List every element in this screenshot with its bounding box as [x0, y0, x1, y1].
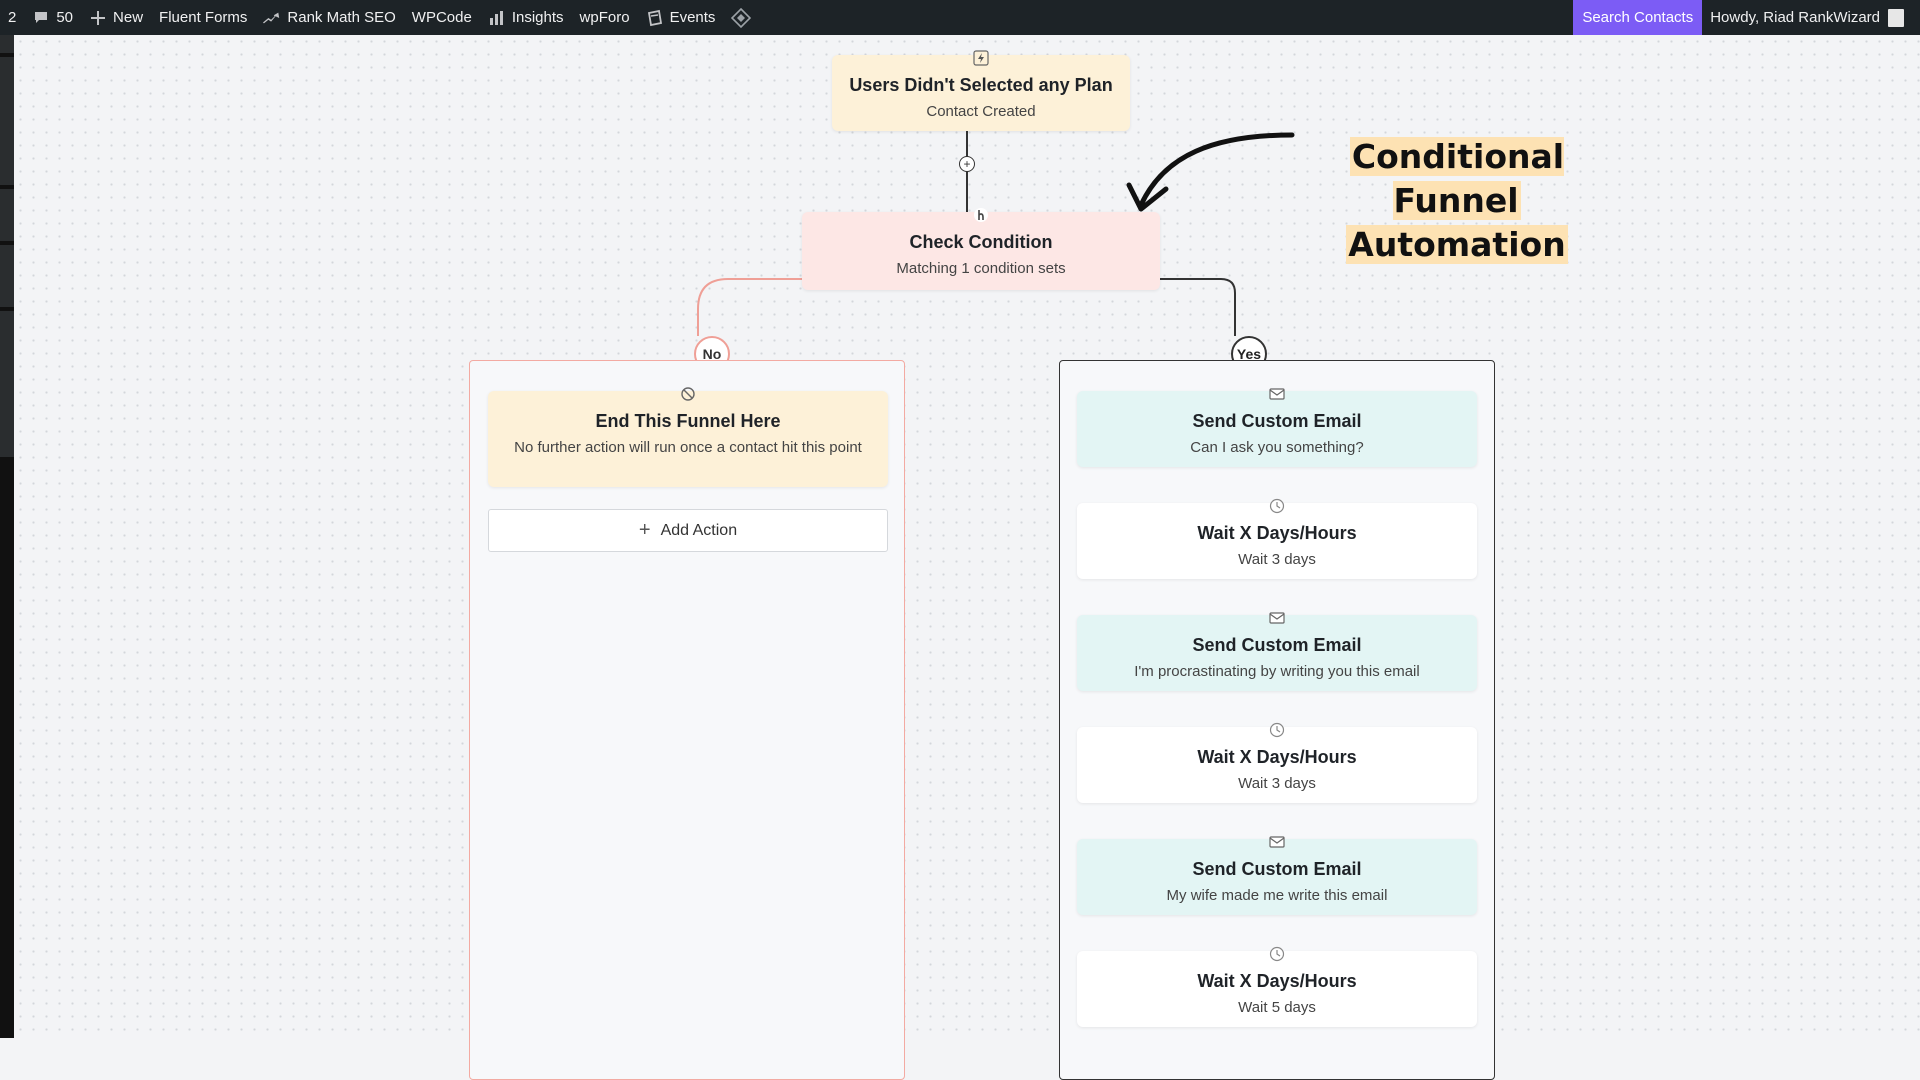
send-email-node[interactable]: Send Custom Email Can I ask you somethin… [1077, 388, 1477, 467]
branch-icon [970, 204, 992, 226]
bar-chart-icon [488, 9, 506, 27]
clock-icon [1266, 719, 1288, 741]
connector-lines [697, 131, 1295, 372]
yes-branch-container: Send Custom Email Can I ask you somethin… [1059, 360, 1495, 1080]
wpcode-menu[interactable]: WPCode [411, 9, 472, 26]
email-icon [1266, 831, 1288, 853]
my-account-menu[interactable]: Howdy, Riad RankWizard [1702, 0, 1920, 35]
no-branch-container: End This Funnel Here No further action w… [469, 360, 905, 1080]
send-email-node[interactable]: Send Custom Email My wife made me write … [1077, 836, 1477, 915]
search-contacts-button[interactable]: Search Contacts [1573, 0, 1703, 35]
updates-count[interactable]: 2 [8, 9, 17, 26]
end-funnel-title: End This Funnel Here [595, 411, 781, 431]
rank-math-icon [263, 9, 281, 27]
admin-sidebar-edge [0, 35, 14, 1038]
comment-icon [32, 9, 50, 27]
end-funnel-node[interactable]: End This Funnel Here No further action w… [488, 387, 888, 487]
plus-icon [89, 9, 107, 27]
annotation-line-2: Automation [1346, 225, 1568, 264]
events-menu[interactable]: Events [638, 0, 724, 35]
events-icon [646, 9, 664, 27]
wait-node[interactable]: Wait X Days/Hours Wait 3 days [1077, 498, 1477, 579]
condition-subtitle: Matching 1 condition sets [896, 260, 1066, 277]
trigger-subtitle: Contact Created [926, 103, 1036, 120]
add-action-button[interactable]: + Add Action [488, 509, 888, 552]
annotation-line-1: Conditional Funnel [1349, 137, 1565, 220]
clock-icon [1266, 495, 1288, 517]
avatar [1888, 8, 1904, 27]
funnel-canvas[interactable]: + Users Didn't Selected any Plan Contact… [14, 35, 1920, 1080]
stop-icon [677, 383, 699, 405]
admin-bar: 2 50 New Fluent Forms Rank Math SEO WPCo… [0, 0, 1920, 35]
end-funnel-subtitle: No further action will run once a contac… [514, 439, 862, 456]
plus-icon: + [638, 519, 651, 541]
email-icon [1266, 607, 1288, 629]
wait-node[interactable]: Wait X Days/Hours Wait 3 days [1077, 722, 1477, 803]
condition-title: Check Condition [909, 232, 1053, 252]
trigger-title: Users Didn't Selected any Plan [849, 75, 1113, 95]
add-step-icon[interactable]: + [959, 156, 975, 172]
rank-math-menu[interactable]: Rank Math SEO [255, 0, 403, 35]
send-email-node[interactable]: Send Custom Email I'm procrastinating by… [1077, 612, 1477, 691]
lightning-icon [970, 47, 992, 69]
fluent-forms-menu[interactable]: Fluent Forms [159, 9, 248, 26]
comments-menu[interactable]: 50 [24, 0, 81, 35]
wpforo-menu[interactable]: wpForo [579, 9, 630, 26]
wait-node[interactable]: Wait X Days/Hours Wait 5 days [1077, 946, 1477, 1027]
new-content-menu[interactable]: New [81, 0, 151, 35]
annotation-callout: Conditional Funnel Automation [1307, 135, 1607, 267]
clock-icon [1266, 943, 1288, 965]
email-icon [1266, 383, 1288, 405]
trigger-node[interactable]: Users Didn't Selected any Plan Contact C… [832, 50, 1130, 131]
condition-node[interactable]: Check Condition Matching 1 condition set… [802, 208, 1160, 290]
diamond-menu-icon[interactable] [723, 0, 759, 35]
insights-menu[interactable]: Insights [480, 0, 572, 35]
